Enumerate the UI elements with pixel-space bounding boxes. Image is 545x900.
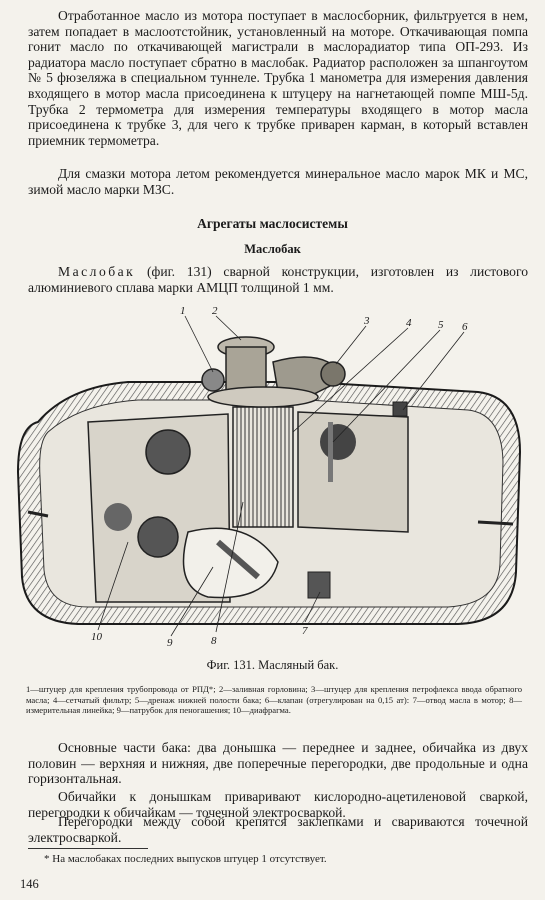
figure-caption: Фиг. 131. Масляный бак. (206, 658, 339, 672)
footnote-divider (28, 848, 148, 849)
figure-legend: 1—штуцер для крепления трубопровода от Р… (26, 684, 522, 716)
callout-3: 3 (363, 315, 370, 327)
page-number: 146 (20, 877, 39, 891)
paragraph-oil-grades: Для смазки мотора летом рекомендуется ми… (28, 166, 528, 197)
paragraph-welding: Обичайки к донышкам приваривают кислород… (28, 789, 528, 820)
callout-6: 6 (462, 321, 468, 333)
paragraph-oil-flow: Отработанное масло из мотора поступает в… (28, 8, 528, 148)
subsection-title: Маслобак (244, 242, 301, 256)
callout-2: 2 (212, 305, 218, 317)
paragraph-tank-intro: Маслобак (фиг. 131) сварной конструкции,… (28, 264, 528, 295)
oil-tank-illustration: 1 2 3 4 5 6 7 8 9 10 (16, 305, 522, 649)
callout-4: 4 (406, 317, 412, 329)
callout-7: 7 (302, 625, 308, 637)
term-maslobak: Маслобак (58, 264, 136, 279)
callout-8: 8 (211, 635, 217, 647)
callout-9: 9 (167, 637, 173, 649)
section-title: Агрегаты маслосистемы (197, 216, 348, 231)
callout-1: 1 (180, 305, 186, 317)
intro-rest: (фиг. 131) сварной конструкции, изготовл… (28, 264, 528, 295)
footnote: * На маслобаках последних выпусков штуце… (44, 853, 327, 865)
callout-10: 10 (91, 631, 103, 643)
paragraph-partitions: Перегородки между собой крепятся заклепк… (28, 814, 528, 845)
paragraph-main-parts: Основные части бака: два донышка — перед… (28, 740, 528, 787)
callout-5: 5 (438, 319, 444, 331)
